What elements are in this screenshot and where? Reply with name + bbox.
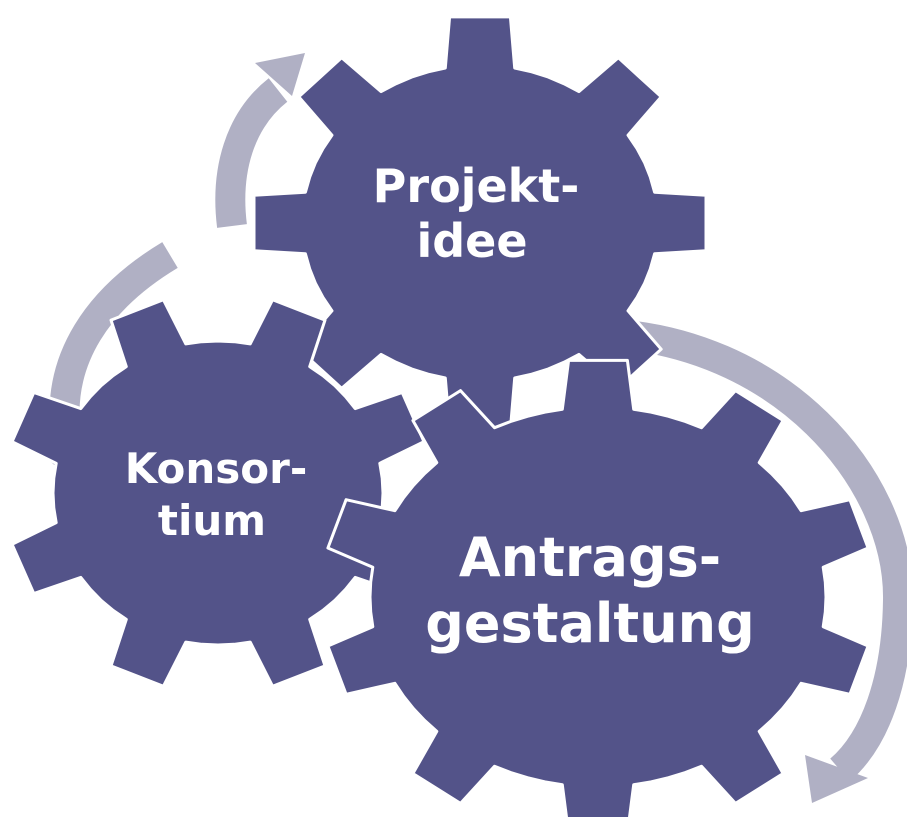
gear-label-line-1: Antrags-: [459, 526, 721, 589]
gear-shape: [10, 298, 426, 688]
gear-label-line-2: tium: [158, 496, 266, 545]
arrow-head: [255, 53, 305, 96]
gear-label-line-1: Konsor-: [125, 444, 308, 493]
arrow-head: [805, 755, 868, 803]
gear-konsortium: Konsor- tium: [10, 298, 426, 688]
arrow-projektidee-to-antrag: [597, 318, 907, 803]
gear-label-line-2: idee: [416, 214, 527, 268]
arrow-konsortium-to-projektidee: [215, 53, 305, 228]
gear-label-line-1: Projekt-: [373, 159, 580, 213]
gear-shape: [252, 15, 708, 431]
gear-label-line-2: gestaltung: [425, 592, 755, 655]
arrow-shaft: [597, 318, 907, 782]
gear-antragsgestaltung: Antrags- gestaltung: [326, 358, 870, 817]
arrow-shaft: [49, 242, 178, 427]
gear-shape: [326, 358, 870, 817]
gear-projektidee: Projekt- idee: [252, 15, 708, 431]
cycle-arrows: [22, 53, 907, 803]
arrow-shaft: [215, 78, 288, 228]
